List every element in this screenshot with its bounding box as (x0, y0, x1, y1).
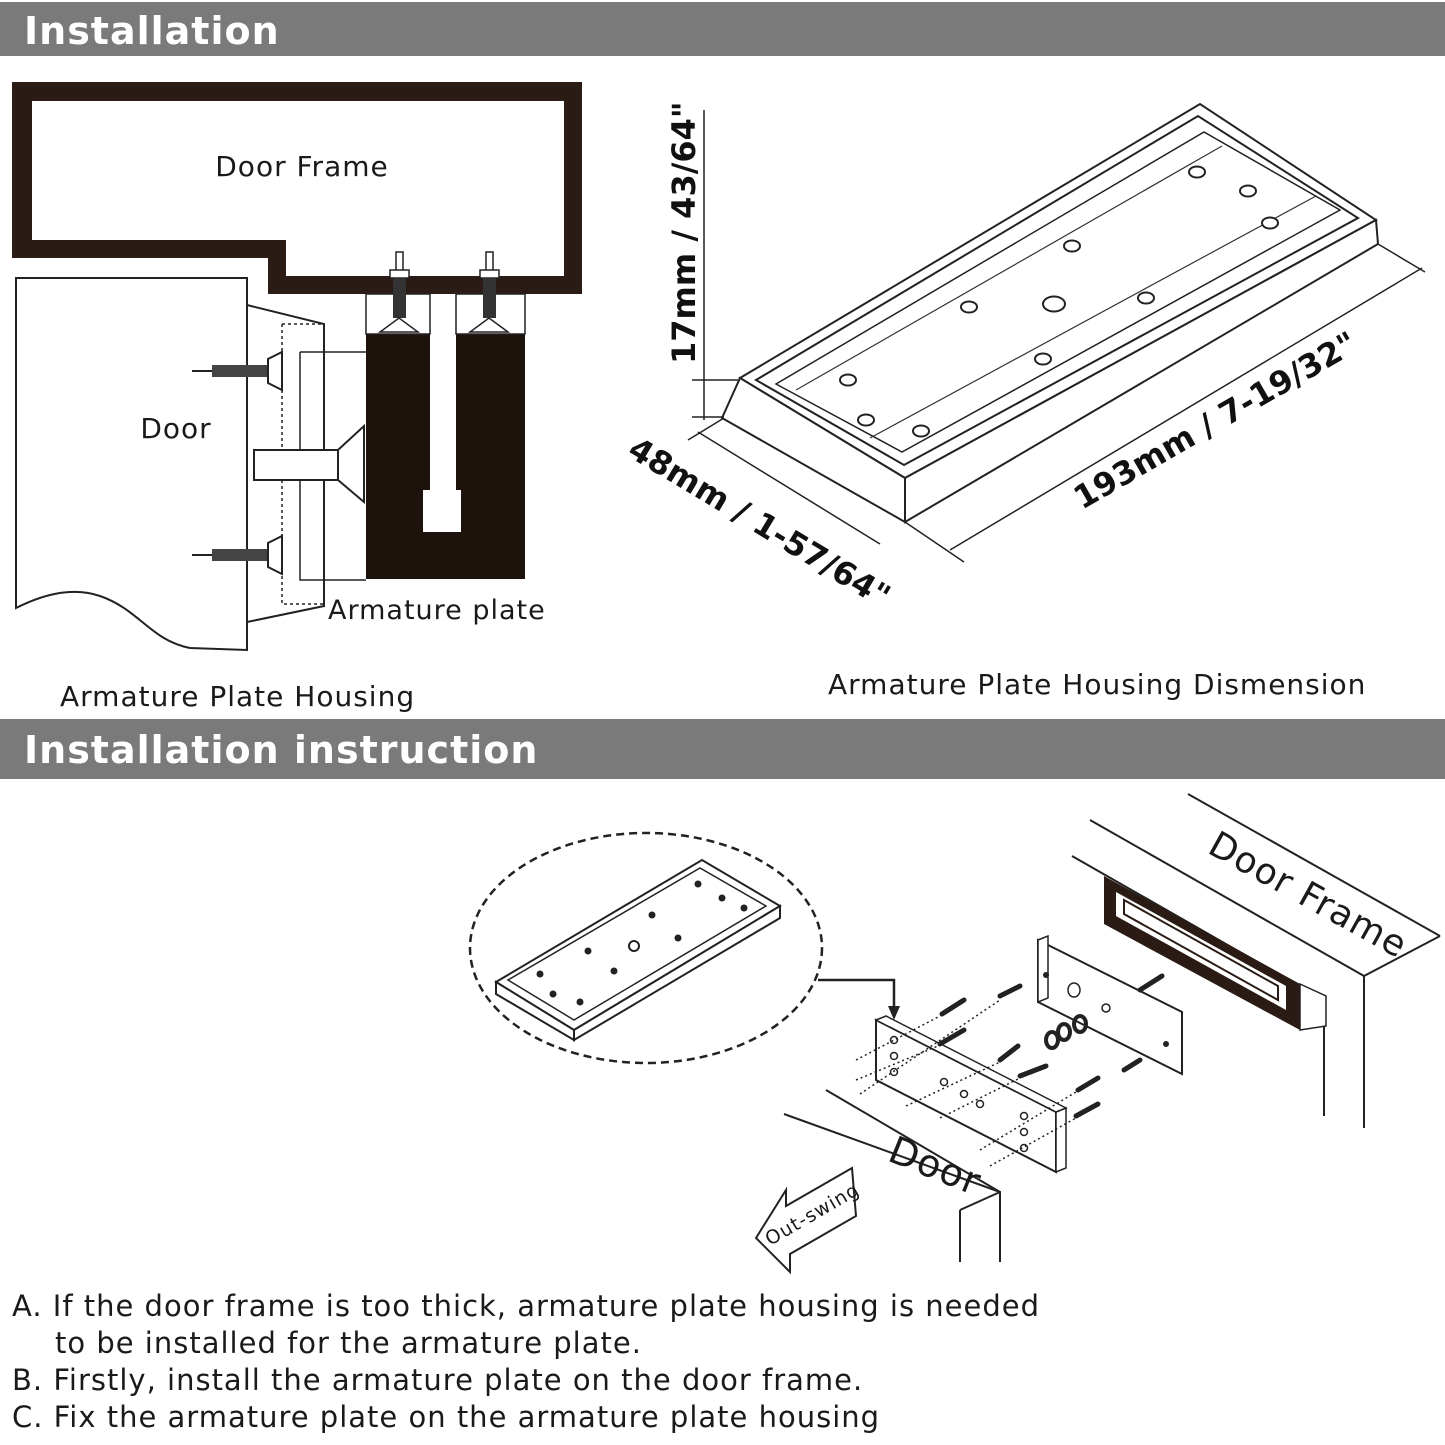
screw-icon (192, 534, 283, 576)
step-c: C. Fix the armature plate on the armatur… (12, 1400, 881, 1434)
height-dimension: 17mm / 43/64" (665, 101, 703, 364)
screw-icon (192, 350, 283, 392)
door-frame-label: Door Frame (215, 150, 388, 183)
door-label: Door (140, 412, 211, 445)
bolt-icon (377, 251, 421, 333)
step-a-line2: to be installed for the armature plate. (55, 1326, 642, 1360)
door-frame-label-instruction: Door Frame (1202, 824, 1414, 967)
installation-instruction-header: Installation instruction (0, 719, 1445, 779)
armature-plate-label: Armature plate (328, 595, 546, 626)
screws-icon (937, 973, 1165, 1119)
housing-dimension-diagram: 17mm / 43/64" 48mm / 1-57/64" 193mm / 7-… (622, 101, 1426, 701)
housing-callout (494, 858, 782, 1042)
instruction-steps: A. If the door frame is too thick, armat… (12, 1288, 1040, 1436)
installation-instruction-title: Installation instruction (24, 728, 539, 772)
step-b: B. Firstly, install the armature plate o… (12, 1363, 864, 1397)
out-swing-arrow-icon: Out-swing (754, 1166, 864, 1275)
installation-title: Installation (24, 9, 280, 53)
step-a-line1: A. If the door frame is too thick, armat… (12, 1289, 1040, 1323)
door-label-instruction: Door (883, 1128, 988, 1205)
housing-dimension-caption: Armature Plate Housing Dismension (828, 668, 1366, 701)
installation-header: Installation (0, 2, 1445, 56)
armature-plate-housing-caption: Armature Plate Housing (60, 680, 415, 713)
washers-icon (1044, 1014, 1088, 1050)
bolt-icon (467, 251, 511, 333)
cross-section-diagram: Door Frame Door (12, 82, 582, 713)
installation-instruction-diagram: Door Frame (468, 793, 1441, 1275)
